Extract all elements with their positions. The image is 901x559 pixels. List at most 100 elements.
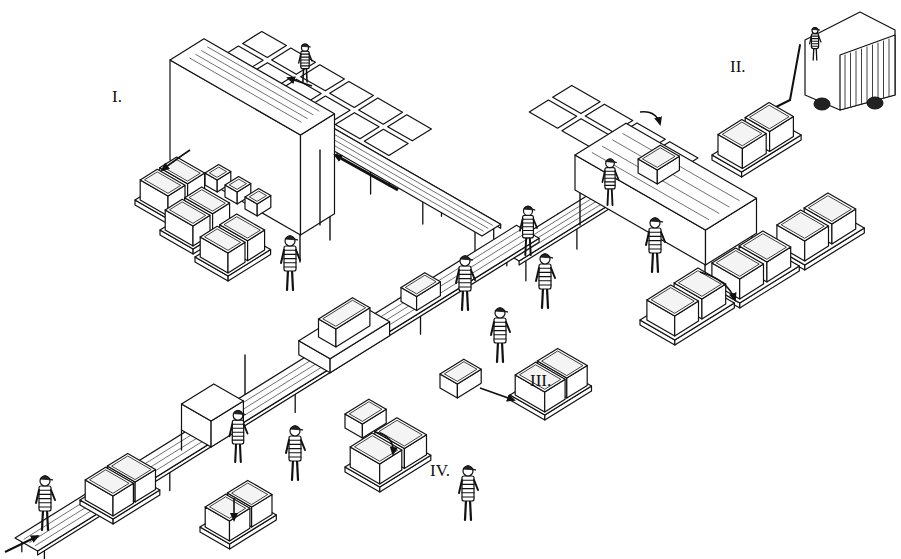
main-conveyor-belt-line	[30, 234, 525, 543]
carton-top	[85, 467, 133, 496]
worker-arm	[301, 440, 305, 450]
roller-table-cell	[272, 48, 316, 74]
worker-arm	[229, 424, 232, 436]
worker-stripe	[605, 171, 615, 172]
worker-arm	[456, 270, 459, 283]
carton-opening	[722, 122, 762, 146]
carton-top	[515, 362, 565, 392]
worker-stripe	[811, 41, 818, 42]
worker-cap	[285, 236, 298, 241]
forklift-wheel	[867, 97, 883, 109]
worker-stripe	[539, 272, 551, 273]
worker-stripe	[459, 286, 471, 287]
worker-leg	[529, 237, 532, 255]
worker-stripe	[301, 65, 309, 66]
worker-body	[459, 266, 471, 291]
machine-top-line	[202, 51, 313, 115]
callout-number: II.	[730, 58, 746, 75]
machine-top-line	[190, 58, 301, 122]
conveyor-two-belt-line	[518, 202, 605, 256]
worker-stripe	[284, 250, 296, 251]
forklift-body	[805, 12, 895, 110]
worker-stripe	[301, 59, 309, 60]
machine-top-line	[208, 47, 319, 111]
worker-arm	[51, 490, 55, 500]
worker-cap	[540, 254, 553, 259]
conveyor-one-belt-line	[326, 129, 493, 225]
worker-stripe	[289, 456, 301, 457]
worker-arm	[536, 268, 539, 281]
forklift-grill-line	[867, 47, 868, 102]
carton-opening	[520, 365, 561, 390]
forklift-mast	[790, 45, 800, 100]
worker-stripe	[539, 268, 551, 269]
carton-top	[140, 169, 185, 196]
worker-body	[523, 215, 534, 238]
worker-leg	[465, 500, 466, 520]
worker-cap	[650, 218, 663, 223]
worker-stripe	[649, 244, 661, 245]
main-conveyor-frame	[38, 238, 539, 555]
worker-leg	[42, 510, 43, 530]
worker-body	[649, 228, 661, 253]
worker-arm	[602, 171, 605, 182]
worker-stripe	[301, 57, 309, 58]
worker-leg	[467, 290, 468, 310]
platform-top-line	[613, 140, 730, 207]
worker-stripe	[649, 240, 661, 241]
worker-leg	[607, 188, 610, 205]
worker-leg	[657, 252, 658, 272]
worker-arm	[661, 232, 665, 242]
machine-top-line	[196, 54, 307, 118]
roller-table-cell	[553, 85, 600, 113]
carton-opening	[651, 288, 694, 314]
worker-stripe	[494, 338, 506, 339]
worker-leg	[652, 252, 653, 272]
carton-opening	[209, 167, 226, 177]
worker-stripe	[494, 326, 506, 327]
station-leg	[181, 430, 182, 450]
carton-top	[350, 433, 402, 464]
carton-top	[712, 248, 764, 279]
worker-body	[284, 246, 296, 271]
worker-stripe	[494, 334, 506, 335]
worker-cap	[524, 206, 536, 210]
worker-arm	[296, 250, 300, 260]
worker-body	[811, 34, 818, 49]
worker-stripe	[232, 432, 243, 433]
forklift-grill-line	[872, 45, 873, 101]
machine-one-top	[170, 39, 335, 135]
worker-stripe	[523, 219, 534, 220]
worker-stripe	[523, 226, 534, 227]
worker-leg	[292, 270, 293, 290]
carton-opening	[249, 191, 266, 201]
worker-arm	[474, 480, 478, 490]
worker-arm	[459, 480, 462, 493]
worker-stripe	[494, 330, 506, 331]
flow-arrow	[5, 536, 38, 552]
callout-number: I.	[112, 88, 122, 105]
worker-stripe	[811, 46, 818, 47]
worker-stripe	[284, 254, 296, 255]
worker-body	[539, 264, 551, 289]
worker-stripe	[649, 248, 661, 249]
carton-opening	[323, 300, 366, 326]
worker-stripe	[39, 502, 51, 503]
worker-stripe	[232, 424, 243, 425]
worker-stripe	[289, 444, 301, 445]
carton-top	[205, 494, 250, 521]
worker-stripe	[459, 282, 471, 283]
worker-cap	[302, 44, 311, 47]
worker-arm	[533, 219, 537, 228]
worker-arm	[646, 232, 649, 245]
carton-top	[647, 285, 699, 316]
worker-leg	[813, 48, 815, 60]
flow-arrow	[640, 112, 660, 124]
worker-stripe	[649, 236, 661, 237]
worker-stripe	[494, 322, 506, 323]
worker-stripe	[459, 270, 471, 271]
worker-cap	[460, 256, 473, 261]
carton-top	[205, 165, 231, 181]
worker-stripe	[539, 280, 551, 281]
